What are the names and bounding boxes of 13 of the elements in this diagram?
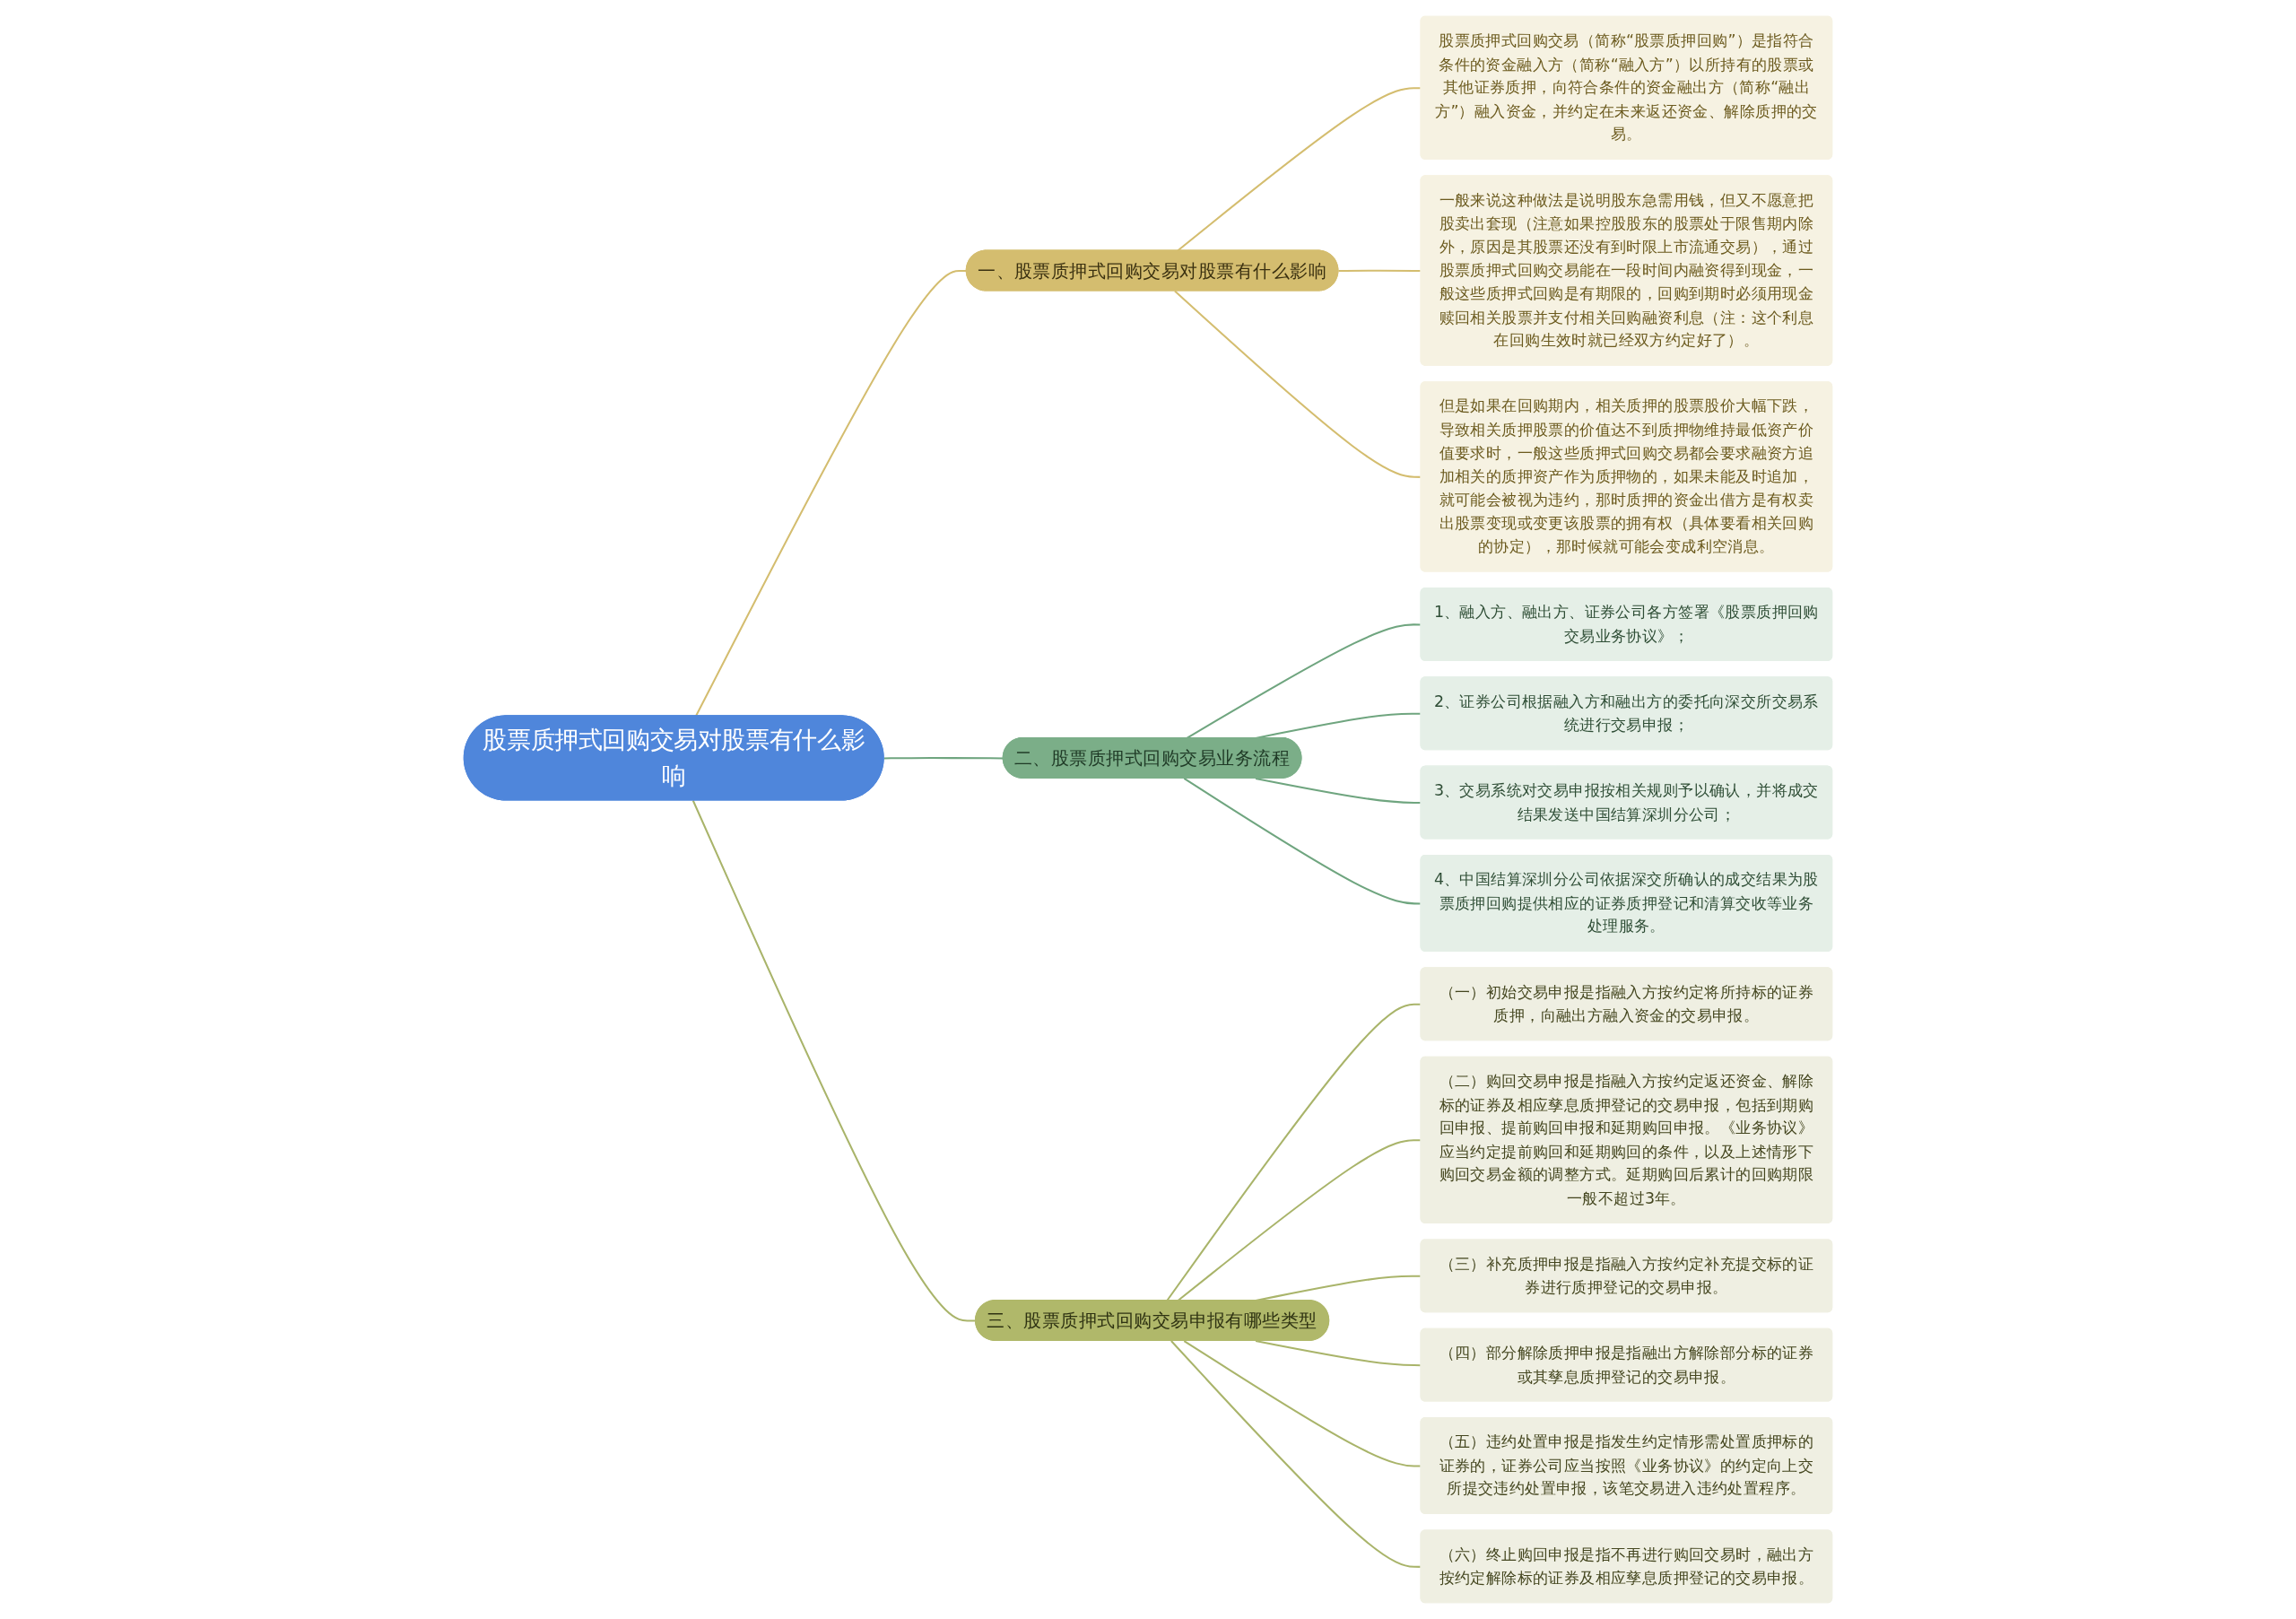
connector <box>1338 269 1422 273</box>
connector <box>1174 290 1422 478</box>
connector <box>1177 87 1422 252</box>
connector <box>1183 778 1422 905</box>
connector <box>1166 1003 1422 1301</box>
connector <box>695 269 967 717</box>
connector <box>1186 623 1422 739</box>
connector <box>1255 1340 1422 1367</box>
connector <box>1177 1139 1422 1301</box>
connector <box>1255 777 1422 805</box>
connector <box>1183 1340 1422 1467</box>
connector <box>883 757 1004 760</box>
connector <box>1170 1340 1422 1568</box>
